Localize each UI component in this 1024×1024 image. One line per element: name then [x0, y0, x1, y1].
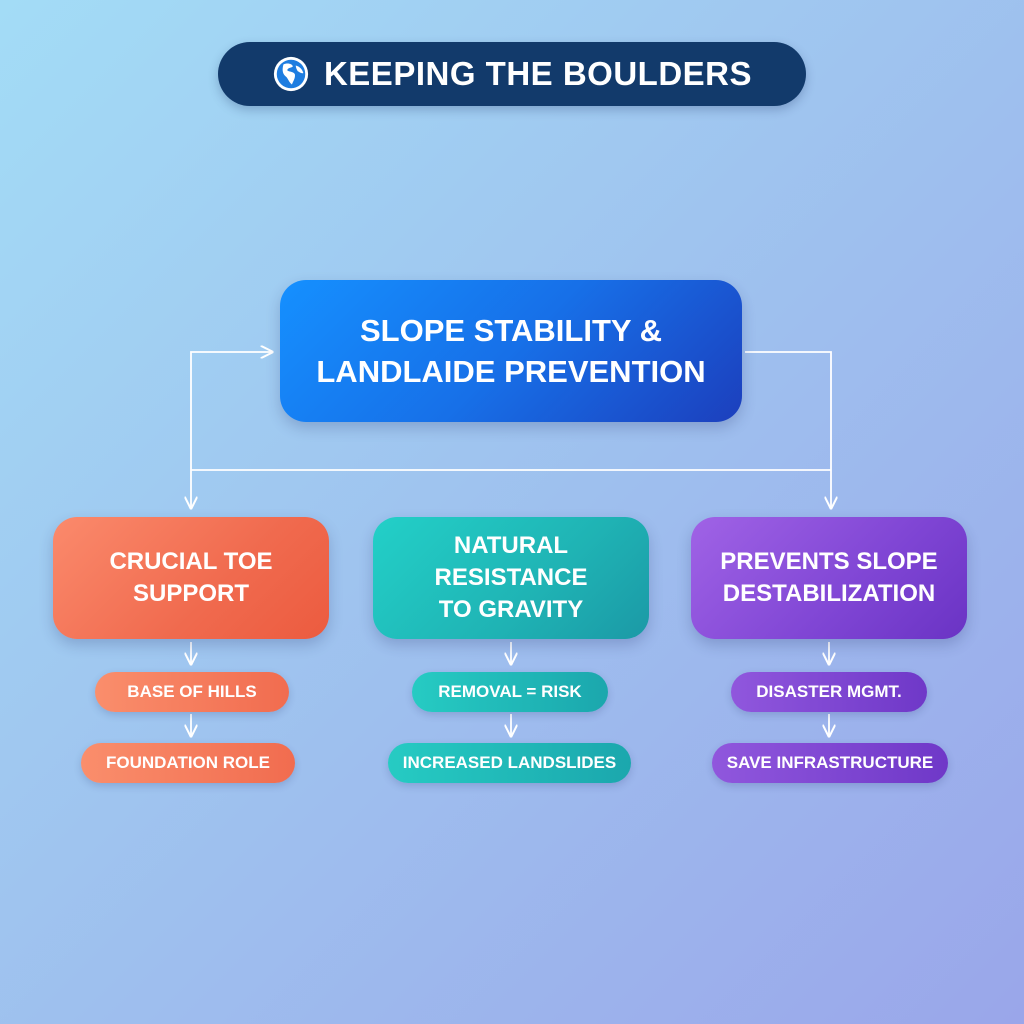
- step-pill-increased-landslides: INCREASED LANDSLIDES: [388, 743, 631, 783]
- branch-node-destabilization: PREVENTS SLOPE DESTABILIZATION: [691, 517, 967, 639]
- branch-node-line2: SUPPORT: [132, 580, 249, 607]
- connector-feedback-left: [190, 352, 272, 470]
- diagram-title: KEEPING THE BOULDERS: [218, 42, 806, 106]
- branch-node-line2: DESTABILIZATION: [722, 580, 936, 607]
- main-node-line1: SLOPE STABILITY &: [360, 313, 662, 348]
- step-pill-removal-risk: REMOVAL = RISK: [412, 672, 608, 712]
- main-node: SLOPE STABILITY & LANDLAIDE PREVENTION: [280, 280, 742, 422]
- branch-node-toe-support: CRUCIAL TOE SUPPORT: [53, 517, 329, 639]
- step-pill-foundation-role: FOUNDATION ROLE: [81, 743, 295, 783]
- branch-node-line1: CRUCIAL TOE: [109, 548, 273, 575]
- step-pill-base-of-hills: BASE OF HILLS: [95, 672, 289, 712]
- step-pill-disaster-mgmt: DISASTER MGMT.: [731, 672, 927, 712]
- main-node-line2: LANDLAIDE PREVENTION: [316, 354, 706, 389]
- globe-icon: [273, 56, 309, 92]
- step-pill-save-infrastructure: SAVE INFRASTRUCTURE: [712, 743, 948, 783]
- branch-node-line2: TO GRAVITY: [438, 596, 584, 623]
- title-text: KEEPING THE BOULDERS: [323, 55, 753, 92]
- connector-main-right: [745, 351, 831, 508]
- branch-node-line1: PREVENTS SLOPE: [720, 548, 938, 575]
- branch-node-gravity-resistance: NATURAL RESISTANCE TO GRAVITY: [373, 517, 649, 639]
- branch-node-line1: NATURAL RESISTANCE: [434, 532, 588, 591]
